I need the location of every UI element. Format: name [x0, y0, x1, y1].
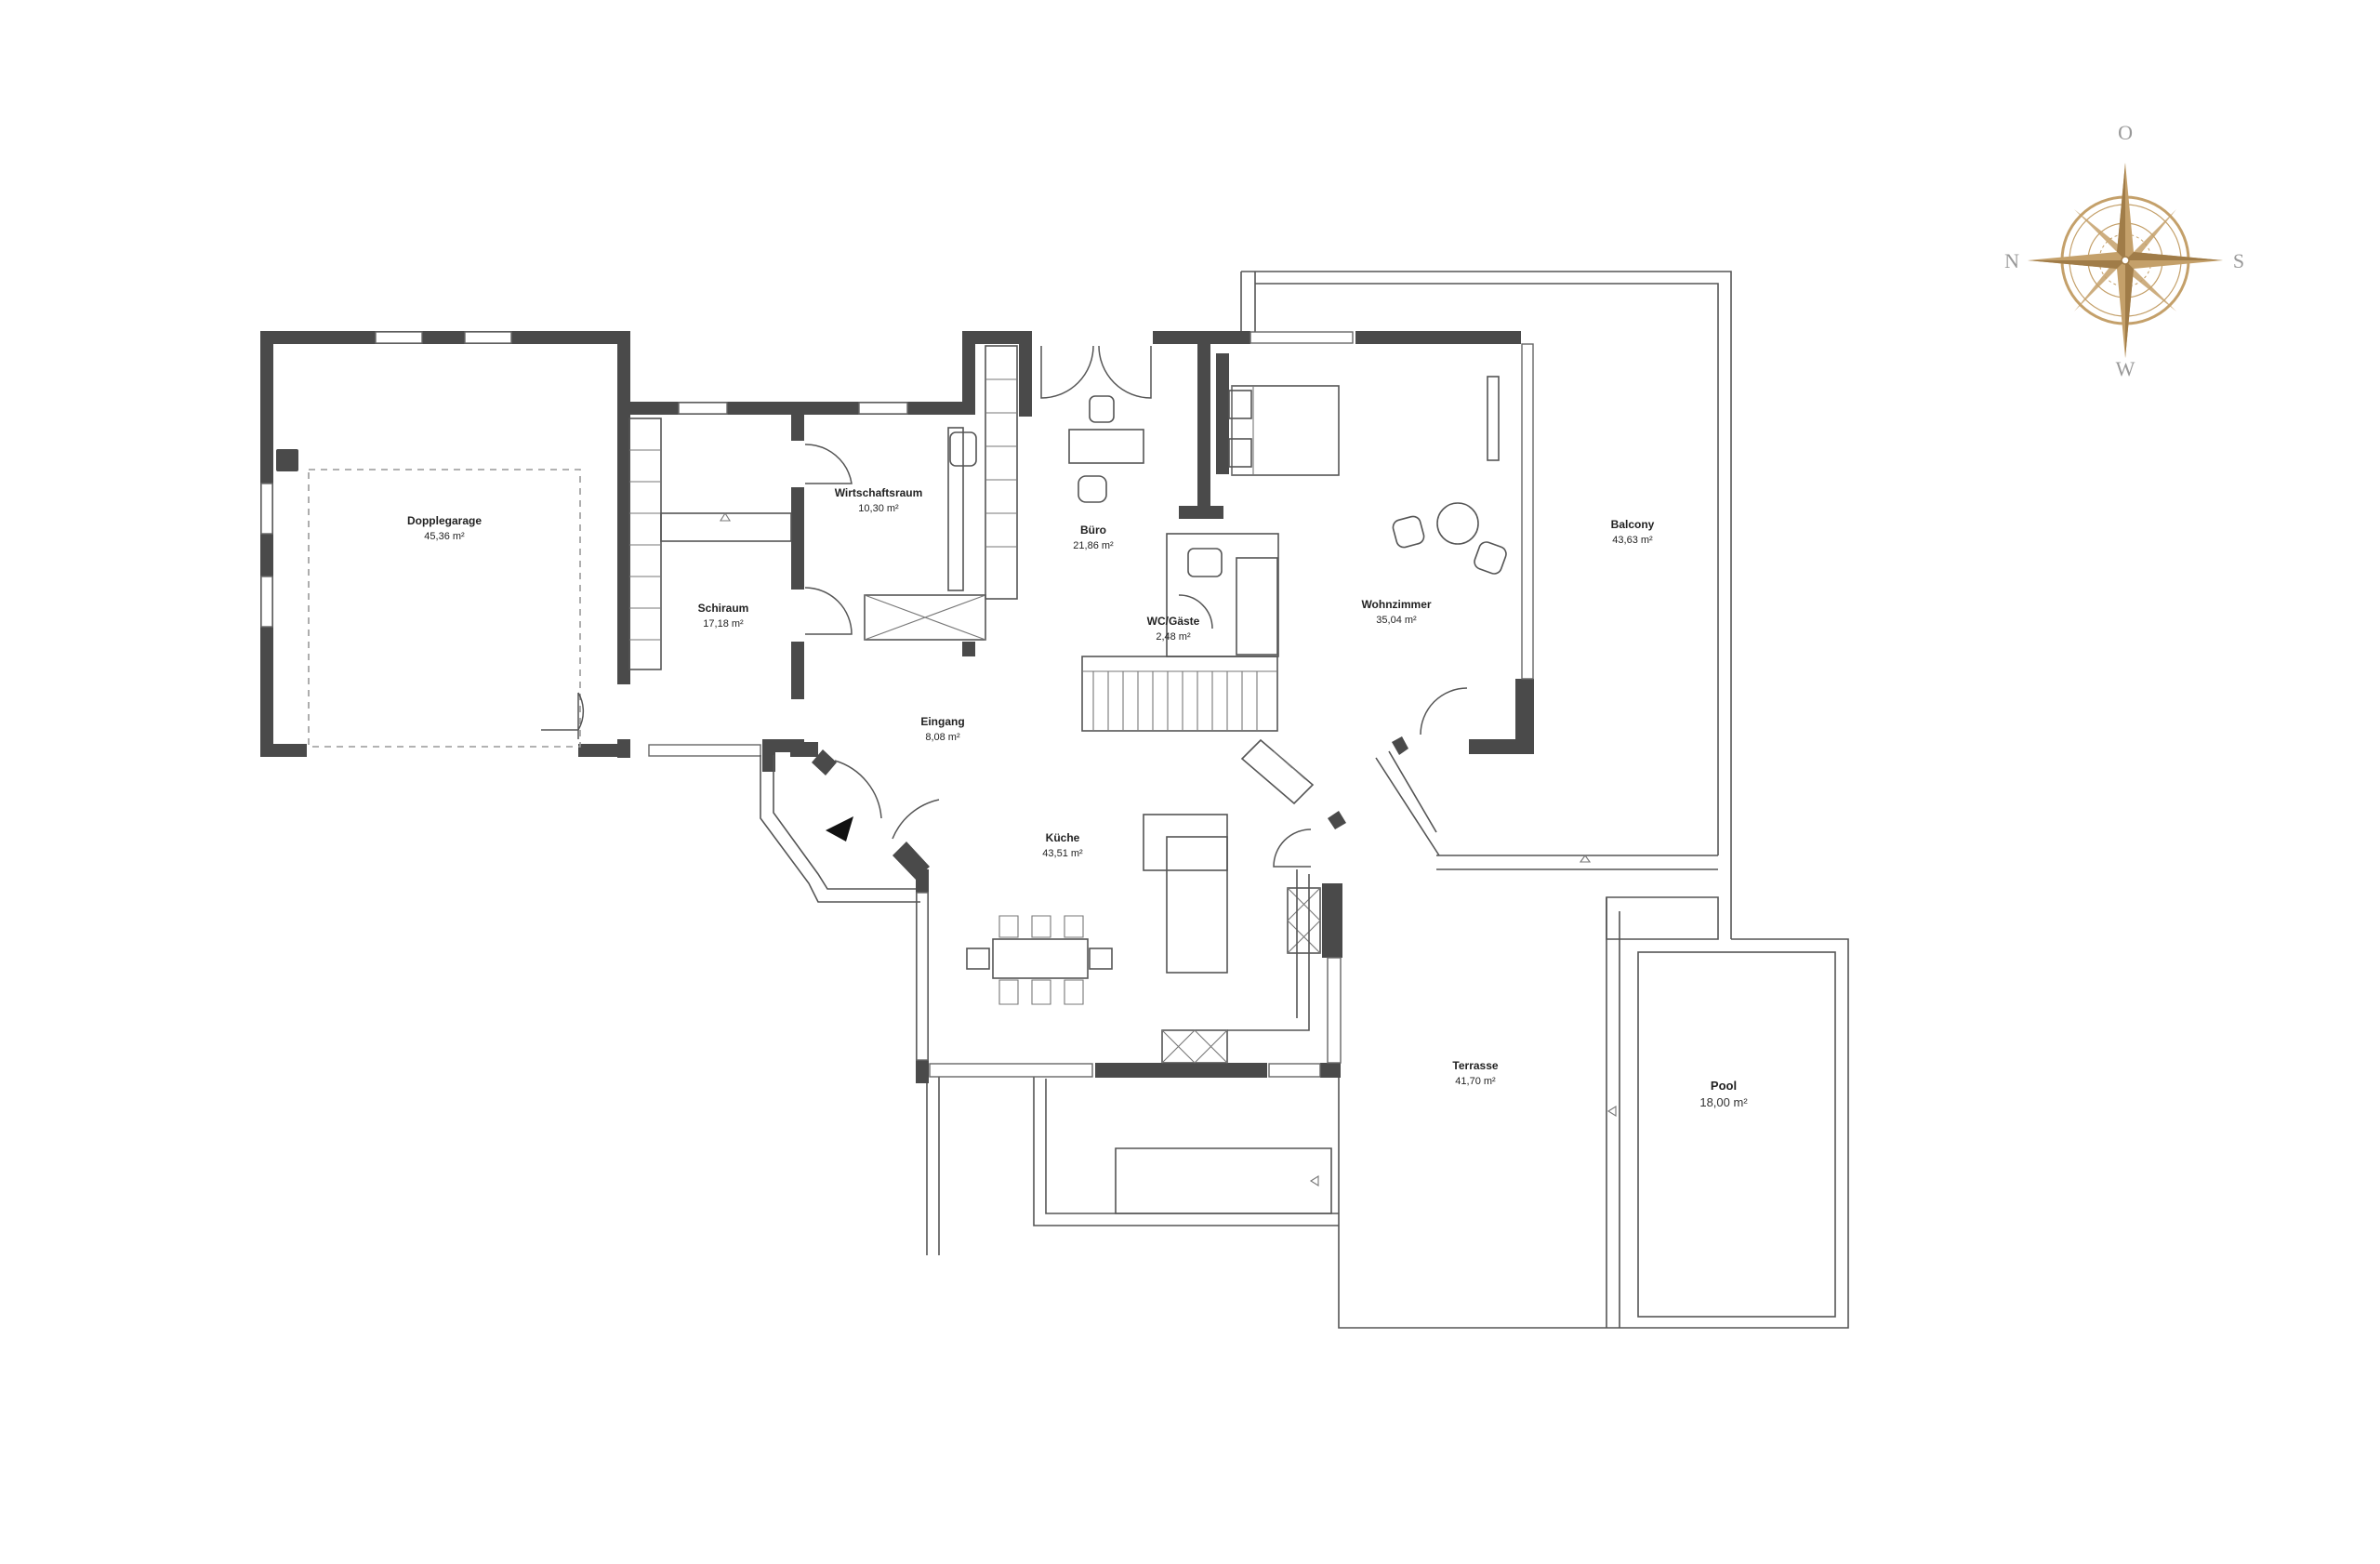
room-name-eingang: Eingang [920, 715, 964, 728]
room-labels: Dopplegarage 45,36 m² Schiraum 17,18 m² … [407, 486, 1748, 1109]
room-area-wc: 2,48 m² [1156, 631, 1191, 643]
compass-label-left: N [2004, 249, 2019, 272]
pool-outline [1637, 951, 1836, 1318]
room-area-kueche: 43,51 m² [1042, 848, 1083, 859]
room-area-wohnzimmer: 35,04 m² [1376, 615, 1417, 626]
room-name-wc: WC/Gäste [1147, 615, 1200, 628]
compass-label-bottom: W [2116, 357, 2135, 380]
room-name-wohnzimmer: Wohnzimmer [1361, 598, 1431, 611]
compass-label-right: S [2233, 249, 2244, 272]
room-name-schiraum: Schiraum [698, 602, 749, 615]
room-area-pool: 18,00 m² [1699, 1095, 1748, 1109]
room-name-pool: Pool [1711, 1079, 1737, 1093]
room-area-eingang: 8,08 m² [925, 732, 960, 743]
room-area-wirtschaftsraum: 10,30 m² [858, 503, 899, 514]
room-name-kueche: Küche [1046, 831, 1080, 844]
lower-landing [926, 1067, 1339, 1255]
windows [260, 331, 1534, 1078]
compass-label-top: O [2118, 121, 2133, 144]
walls [260, 331, 1534, 1083]
room-area-garage: 45,36 m² [424, 531, 465, 542]
room-name-garage: Dopplegarage [407, 514, 482, 527]
room-name-terrasse: Terrasse [1452, 1059, 1498, 1072]
room-area-terrasse: 41,70 m² [1455, 1076, 1496, 1087]
compass-rose-icon: O N S W [2004, 121, 2244, 380]
room-name-balcony: Balcony [1611, 518, 1655, 531]
room-name-wirtschaftsraum: Wirtschaftsraum [835, 486, 923, 499]
room-area-balcony: 43,63 m² [1612, 535, 1653, 546]
terrasse-outline [1338, 883, 1849, 1329]
room-area-schiraum: 17,18 m² [703, 618, 744, 630]
room-name-buero: Büro [1080, 524, 1106, 537]
room-area-buero: 21,86 m² [1073, 540, 1114, 551]
interior-details [308, 345, 1617, 1186]
balcony-outline [1240, 271, 1732, 939]
